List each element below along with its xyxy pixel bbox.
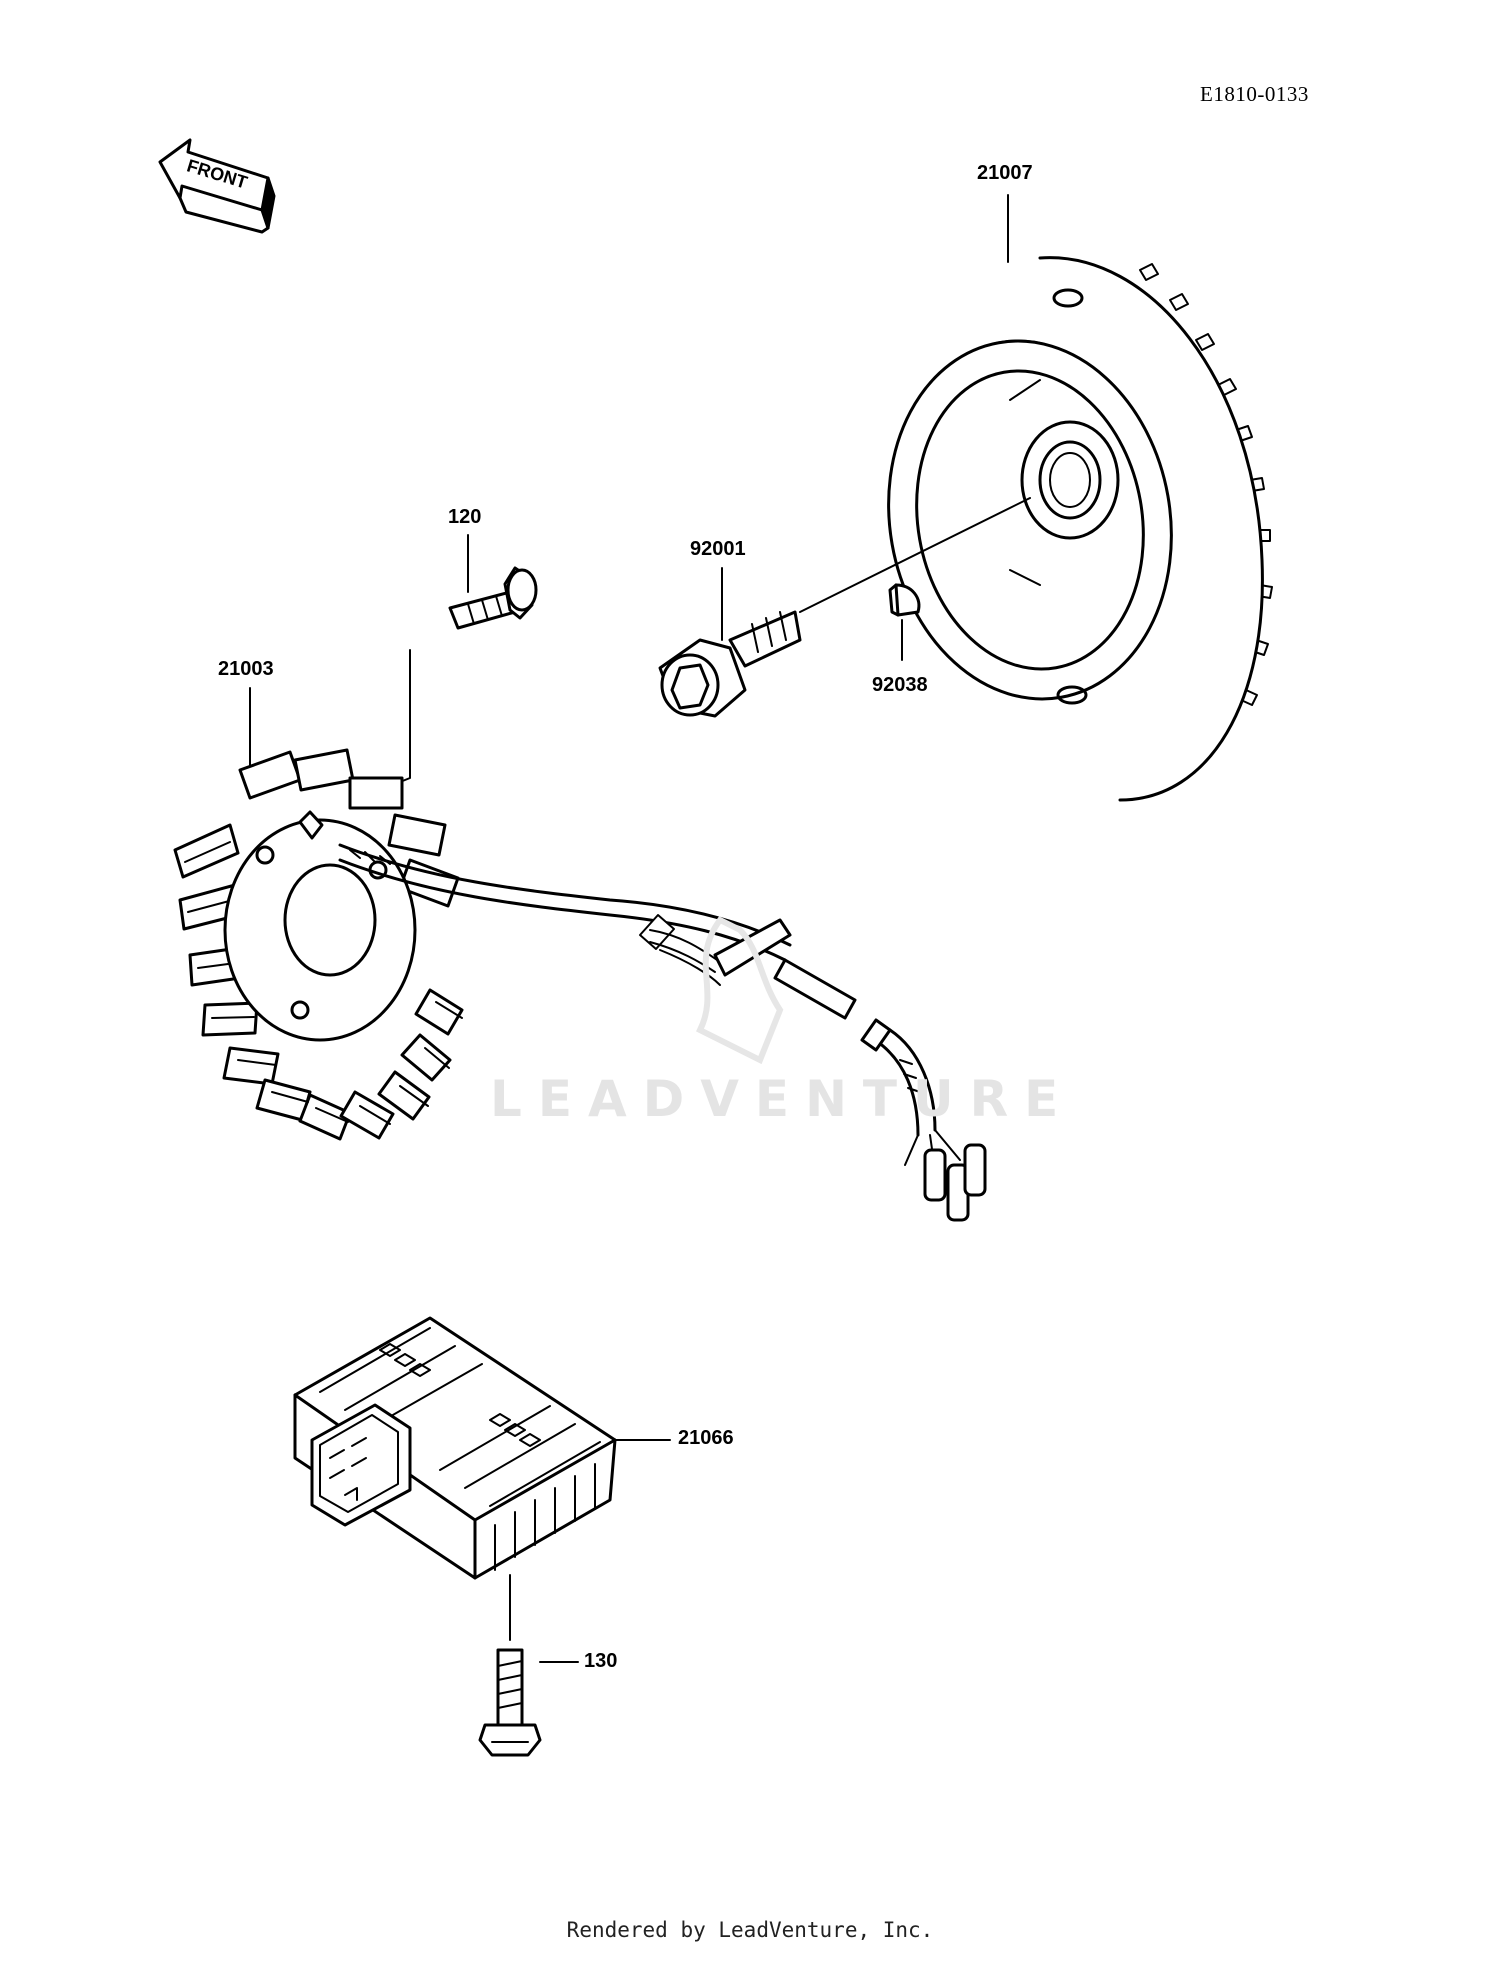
front-arrow-icon (158, 138, 276, 234)
part-label-120[interactable]: 120 (448, 506, 482, 528)
part-label-21007[interactable]: 21007 (977, 162, 1033, 184)
flywheel-bolt (658, 610, 802, 718)
watermark-text: LEADVENTURE (490, 1070, 1075, 1128)
regulator-bolt (478, 1648, 542, 1757)
part-label-21066[interactable]: 21066 (678, 1427, 734, 1449)
part-label-92001[interactable]: 92001 (690, 538, 746, 560)
part-label-92038[interactable]: 92038 (872, 674, 928, 696)
stator-screw (379, 566, 538, 791)
diagram-code: E1810-0133 (1200, 82, 1309, 106)
regulator (293, 1316, 617, 1641)
part-label-130[interactable]: 130 (584, 1650, 618, 1672)
stator (173, 748, 987, 1222)
woodruff-key (888, 583, 921, 617)
watermark-logo-icon (695, 916, 784, 1065)
part-label-21003[interactable]: 21003 (218, 658, 274, 680)
flywheel (799, 256, 1273, 802)
footer-credit: Rendered by LeadVenture, Inc. (566, 1918, 934, 1942)
